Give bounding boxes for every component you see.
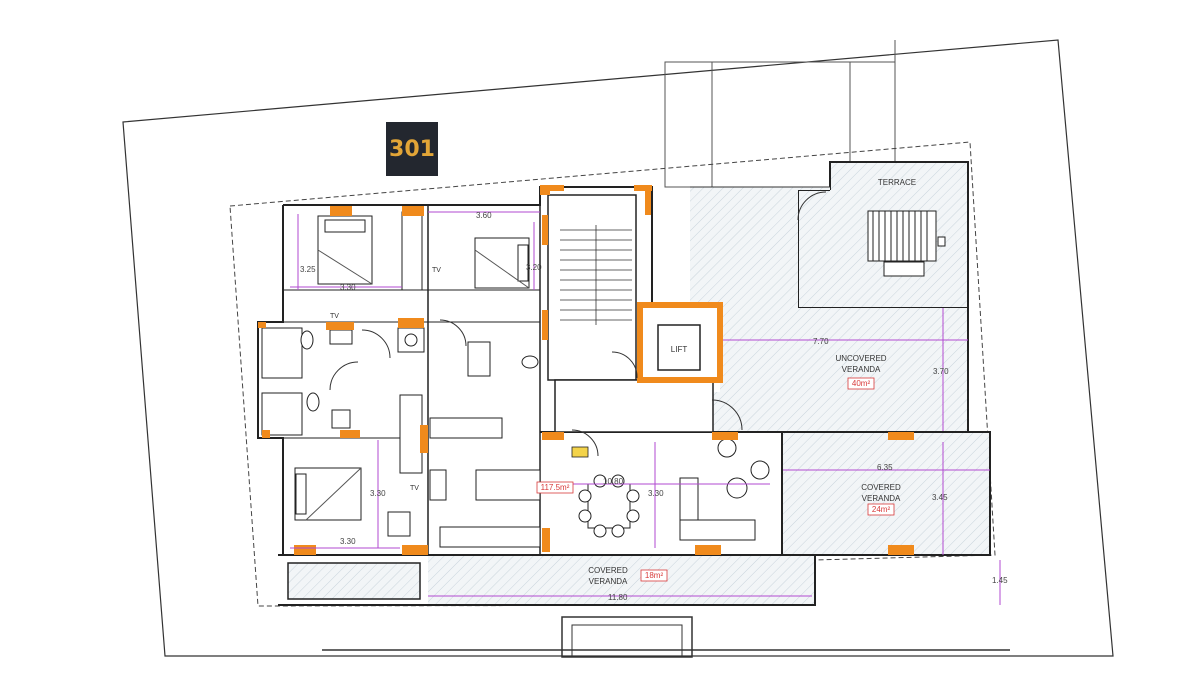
tv-label: TV — [330, 313, 339, 320]
covered-veranda-right-area — [782, 432, 990, 555]
tv-label: TV — [432, 267, 441, 274]
structural-columns — [258, 185, 914, 555]
dim-uncovered-width: 7.70 — [813, 337, 829, 346]
dim-covered-bottom-depth: 1.45 — [992, 576, 1008, 585]
dim-living-height: 3.30 — [648, 489, 664, 498]
covered-veranda-right-area-tag: 24m² — [872, 505, 891, 514]
dim-bed3-width: 3.30 — [340, 537, 356, 546]
dim-bed2-height: 3.20 — [526, 263, 542, 272]
lift-label: LIFT — [671, 345, 688, 354]
dim-covered-right-height: 3.45 — [932, 493, 948, 502]
dimension-lines — [290, 211, 770, 549]
bed-icon — [317, 215, 373, 285]
terrace-stair-icon — [867, 210, 946, 277]
dim-bed2-width: 3.60 — [476, 211, 492, 220]
dining-table-icon — [578, 474, 640, 538]
terrace-label: TERRACE — [878, 178, 916, 187]
covered-veranda-bottom-label-2: VERANDA — [589, 577, 628, 586]
dim-bed3-height: 3.30 — [370, 489, 386, 498]
uncovered-veranda-area — [690, 187, 968, 432]
dim-uncovered-height: 3.70 — [933, 367, 949, 376]
covered-veranda-bottom-label-1: COVERED — [588, 566, 628, 575]
stair-core — [547, 194, 637, 381]
uncovered-veranda-label-2: VERANDA — [842, 365, 881, 374]
covered-veranda-right-label-1: COVERED — [861, 483, 901, 492]
interior-area-tag: 117.5m² — [541, 483, 570, 492]
dim-living-width: 10.80 — [603, 477, 624, 486]
bed-icon — [474, 237, 530, 289]
plot-boundary — [122, 39, 1114, 657]
covered-veranda-bottom-area — [428, 555, 815, 605]
dim-covered-bottom-width: 11.80 — [608, 593, 628, 602]
dim-bed1-width: 3.30 — [340, 283, 356, 292]
planter-box — [287, 562, 421, 600]
unit-number-badge: 301 — [386, 122, 438, 176]
uncovered-veranda-label-1: UNCOVERED — [835, 354, 886, 363]
uncovered-veranda-area-tag: 40m² — [852, 379, 871, 388]
tv-label: TV — [410, 485, 419, 492]
covered-veranda-bottom-area-tag: 18m² — [645, 571, 664, 580]
bed-icon — [294, 467, 362, 521]
covered-veranda-right-label-2: VERANDA — [862, 494, 901, 503]
dim-covered-right-width: 6.35 — [877, 463, 893, 472]
sofa-icon — [679, 438, 770, 541]
dim-bed1-height: 3.25 — [300, 265, 316, 274]
